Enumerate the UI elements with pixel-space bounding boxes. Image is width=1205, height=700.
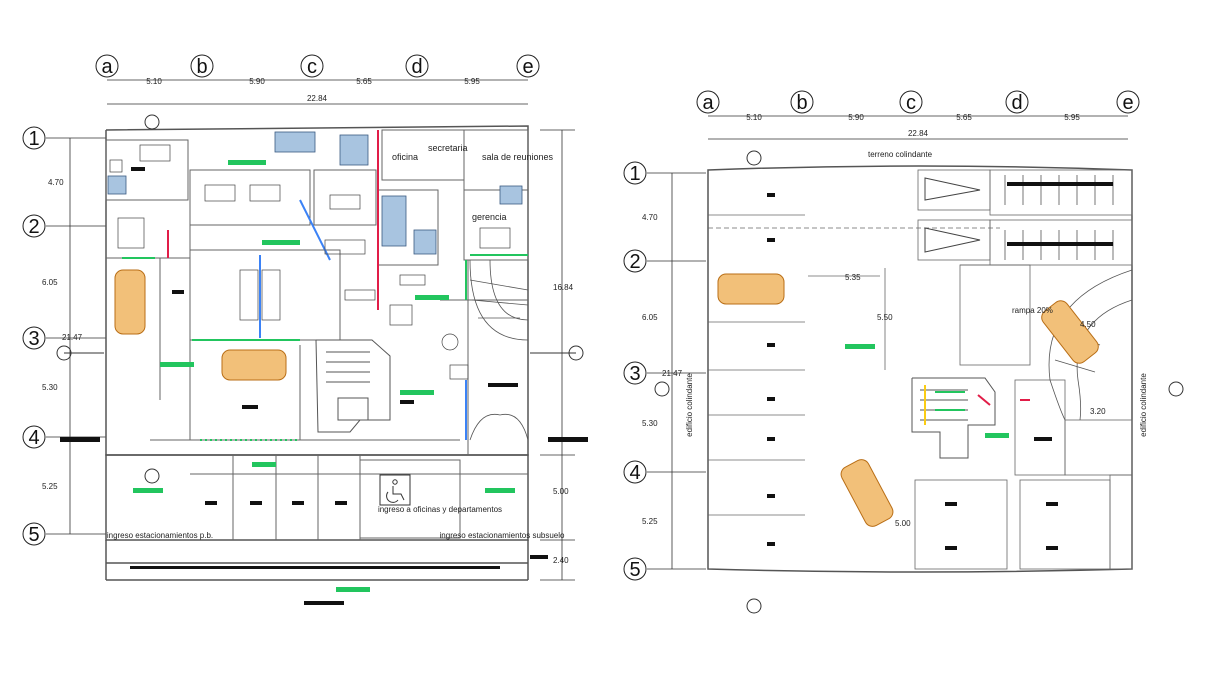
- dim-ab: 5.10: [746, 113, 762, 122]
- row-label-5: 5: [28, 524, 39, 546]
- row-label-4: 4: [629, 462, 640, 484]
- plan-left-axis-bubbles: [95, 54, 540, 78]
- plan-left-colored-walls: [122, 130, 528, 441]
- axis-label-a: a: [101, 56, 113, 78]
- dim-de: 5.95: [464, 77, 480, 86]
- plan-left-outline: [105, 125, 529, 581]
- dim-row-45: 5.25: [42, 482, 58, 491]
- dim-right-c: 2.40: [553, 556, 569, 565]
- dim-total-width: 22.84: [307, 94, 328, 103]
- car-icon: [717, 273, 785, 305]
- car-icon: [221, 349, 287, 381]
- axis-label-e: e: [1122, 92, 1133, 114]
- dim-cd: 5.65: [956, 113, 972, 122]
- dim-row-45: 5.25: [642, 517, 658, 526]
- plan-left-markers: [56, 114, 584, 484]
- axis-label-b: b: [196, 56, 207, 78]
- plan-left-interior-walls: [105, 129, 529, 540]
- plan-left-dim-lines-right: [540, 129, 575, 581]
- dim-inner-c: 4.50: [1080, 320, 1096, 329]
- room-oficina: oficina: [392, 152, 418, 162]
- row-label-3: 3: [629, 363, 640, 385]
- plan-left-spiral-stair: [469, 259, 529, 441]
- axis-label-e: e: [522, 56, 533, 78]
- room-gerencia: gerencia: [472, 212, 507, 222]
- plan-left-dim-lines-top: [107, 79, 528, 105]
- plan-left-tags: [60, 160, 588, 605]
- note-entrance-parking: ingreso estacionamientos p.b.: [107, 531, 213, 540]
- row-label-1: 1: [28, 128, 39, 150]
- plan-right-ramp-arrows: [924, 177, 981, 253]
- car-icon: [114, 269, 146, 335]
- plan-right-dim-lines-left: [647, 172, 706, 570]
- car-icon: [840, 459, 894, 527]
- row-label-1: 1: [629, 163, 640, 185]
- plan-right-colored-walls: [924, 385, 1030, 425]
- note-entrance-basement: ingreso estacionamientos subsuelo: [440, 531, 566, 540]
- row-label-3: 3: [28, 328, 39, 350]
- dim-ab: 5.10: [146, 77, 162, 86]
- axis-label-d: d: [411, 56, 422, 78]
- note-ramp: rampa 20%: [1012, 306, 1053, 315]
- dim-total-height: 21.47: [662, 369, 683, 378]
- axis-label-d: d: [1011, 92, 1022, 114]
- plan-right-tags: [767, 182, 1113, 550]
- plan-ground-floor: a b c d e 5.10 5.90 5.65 5.95 22.84 1 2 …: [22, 54, 588, 605]
- dim-row-34: 5.30: [42, 383, 58, 392]
- dim-row-12: 4.70: [642, 213, 658, 222]
- dim-right-a: 16.84: [553, 283, 574, 292]
- plan-right-axis-bubbles: [696, 90, 1140, 114]
- dim-inner-e: 5.00: [895, 519, 911, 528]
- dim-de: 5.95: [1064, 113, 1080, 122]
- plan-right-parking-lines: [708, 169, 1133, 570]
- row-label-2: 2: [629, 251, 640, 273]
- dim-inner-b: 5.50: [877, 313, 893, 322]
- dim-row-34: 5.30: [642, 419, 658, 428]
- dim-total-height: 21.47: [62, 333, 83, 342]
- plan-left-cars: [114, 269, 287, 381]
- axis-label-b: b: [796, 92, 807, 114]
- note-adjacent-building-right: edificio colindante: [1139, 373, 1148, 437]
- dim-cd: 5.65: [356, 77, 372, 86]
- room-secretaria: secretaria: [428, 143, 468, 153]
- dim-row-23: 6.05: [642, 313, 658, 322]
- plan-left-row-bubbles: [22, 126, 46, 546]
- note-adjacent-building-left: edificio colindante: [685, 373, 694, 437]
- dim-total-width: 22.84: [908, 129, 929, 138]
- plan-right-stalls-top: [1004, 175, 1114, 260]
- plan-right-outline: [707, 165, 1133, 573]
- plan-left-tiled-areas: [107, 131, 523, 255]
- plan-basement: a b c d e 5.10 5.90 5.65 5.95 22.84 1 2 …: [623, 90, 1184, 614]
- axis-label-c: c: [307, 56, 317, 78]
- plan-right-markers: [654, 150, 1184, 614]
- dim-bc: 5.90: [249, 77, 265, 86]
- row-label-5: 5: [629, 559, 640, 581]
- plan-right-cars: [717, 273, 1099, 527]
- dim-inner-a: 5.35: [845, 273, 861, 282]
- dim-bc: 5.90: [848, 113, 864, 122]
- axis-label-c: c: [906, 92, 916, 114]
- row-label-4: 4: [28, 427, 39, 449]
- row-label-2: 2: [28, 216, 39, 238]
- dim-row-23: 6.05: [42, 278, 58, 287]
- plan-right-row-bubbles: [623, 161, 647, 581]
- note-entrance-offices: ingreso a oficinas y departamentos: [378, 505, 502, 514]
- dim-inner-d: 3.20: [1090, 407, 1106, 416]
- plan-left-stair-core: [315, 339, 391, 433]
- axis-label-a: a: [702, 92, 714, 114]
- dim-row-12: 4.70: [48, 178, 64, 187]
- dim-right-b: 5.00: [553, 487, 569, 496]
- plan-right-dim-lines-top: [708, 115, 1128, 140]
- plan-left-furniture: [109, 144, 511, 380]
- wheelchair-icon: [379, 474, 411, 506]
- note-adjacent-land: terreno colindante: [868, 150, 933, 159]
- car-icon: [1041, 300, 1099, 364]
- room-sala-reuniones: sala de reuniones: [482, 152, 554, 162]
